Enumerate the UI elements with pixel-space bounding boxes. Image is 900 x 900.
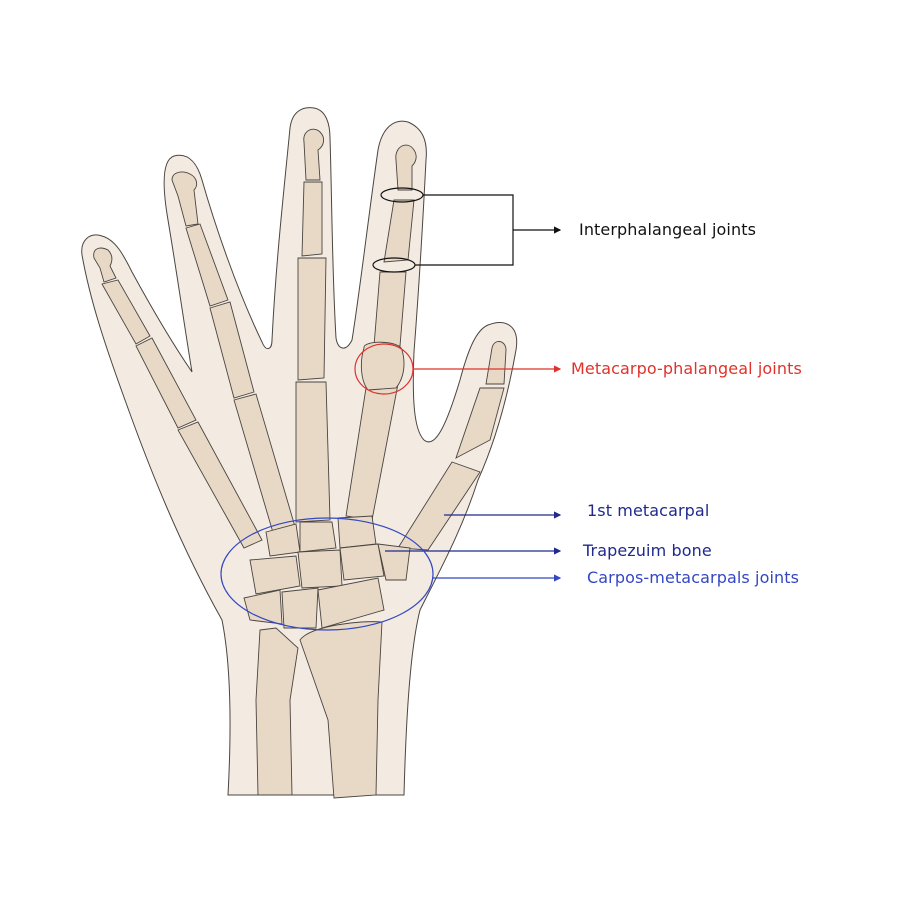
index-finger-bones	[345, 144, 417, 521]
interphalangeal-label: Interphalangeal joints	[579, 220, 757, 239]
metacarpo-phalangeal-label: Metacarpo-phalangeal joints	[571, 359, 802, 378]
carpal-bones	[243, 515, 411, 629]
forearm-bones	[255, 621, 383, 799]
interphalangeal-annotation	[372, 187, 562, 273]
carpo-metacarpal-label: Carpos-metacarpals joints	[587, 568, 800, 587]
ring-finger-bones	[171, 171, 297, 537]
little-finger-bones	[93, 247, 263, 549]
ulna-bone	[255, 627, 299, 796]
first-metacarpal-label: 1st metacarpal	[587, 501, 710, 520]
radius-bone	[299, 621, 383, 799]
cmc-annotation	[220, 517, 562, 631]
middle-finger-bones	[295, 128, 331, 523]
thumb-bones	[397, 341, 507, 551]
cmc-joint-marker	[220, 517, 434, 631]
mcp-annotation	[354, 343, 562, 395]
trapezium-label: Trapezuim bone	[583, 541, 712, 560]
